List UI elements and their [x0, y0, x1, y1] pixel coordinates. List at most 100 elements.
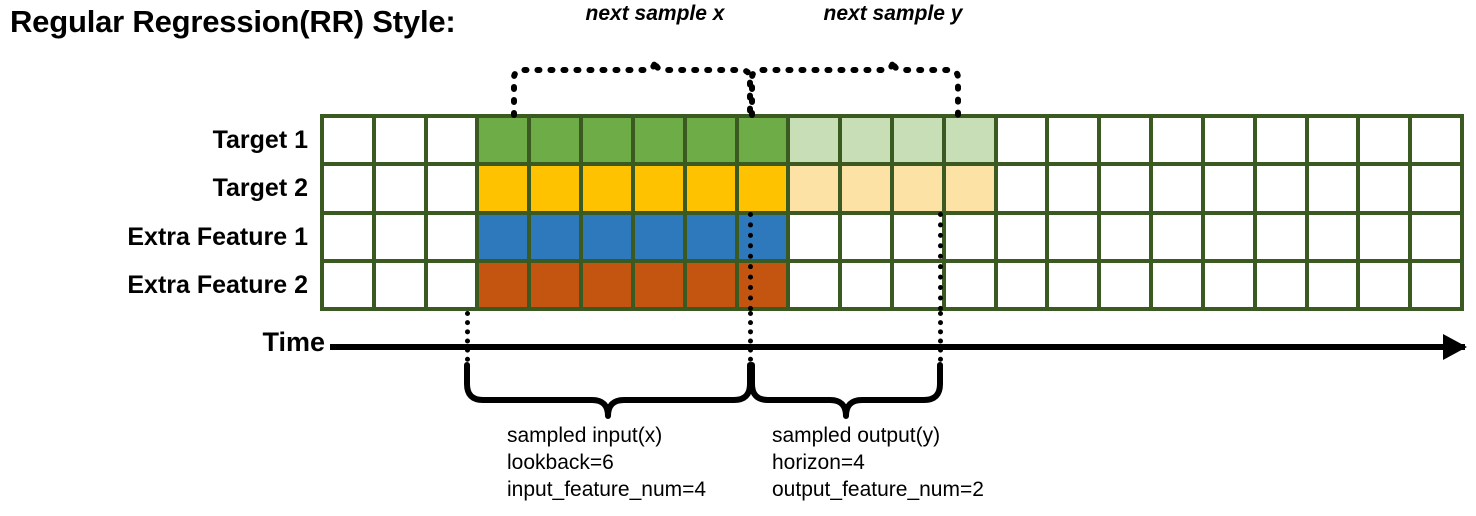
grid-cell-r2-c14 [997, 166, 1046, 211]
grid-cell-r3-c5 [531, 214, 580, 259]
grid-cell-r1-c5 [531, 118, 580, 163]
grid-cell-r4-c5 [531, 262, 580, 307]
bottom-brace-group [464, 362, 943, 419]
grid-cell-r2-c13 [945, 166, 994, 211]
grid-cell-r2-c10 [790, 166, 839, 211]
grid-cell-r3-c22 [1412, 214, 1460, 259]
top-brace-label-next-sample-y: next sample y [823, 2, 963, 25]
grid-cell-r2-c22 [1412, 166, 1460, 211]
caption-output-title: sampled output(y) [772, 424, 941, 447]
grid-cell-r4-c18 [1204, 262, 1253, 307]
grid-cell-r3-c7 [634, 214, 683, 259]
grid-cell-r1-c14 [997, 118, 1046, 163]
grid-cell-r4-c10 [790, 262, 839, 307]
grid-cell-r3-c11 [842, 214, 890, 259]
guide-line-input-end [748, 311, 753, 371]
grid-cell-r2-c11 [842, 166, 890, 211]
grid-cell-r4-c8 [686, 262, 735, 307]
page-title: Regular Regression(RR) Style: [10, 4, 456, 39]
grid-cell-r1-c6 [583, 118, 631, 163]
grid-cell-r3-c10 [790, 214, 839, 259]
caption-input-title: sampled input(x) [507, 424, 663, 447]
bottom-brace-caption-input: sampled input(x) lookback=6 input_featur… [507, 423, 706, 504]
grid-cell-r4-c14 [997, 262, 1046, 307]
grid-cell-r1-c3 [427, 118, 476, 163]
row-label-column: Target 1 Target 2 Extra Feature 1 Extra … [0, 116, 308, 310]
grid-cell-r3-c12 [893, 214, 942, 259]
caption-input-feature-num: input_feature_num=4 [507, 477, 707, 501]
grid-cell-r1-c7 [634, 118, 683, 163]
grid-cell-r1-c10 [790, 118, 839, 163]
row-label-target-2: Target 2 [212, 174, 308, 203]
caption-input-lookback: lookback=6 [507, 450, 614, 474]
grid-cell-r2-c1 [324, 166, 372, 211]
guide-line-output-end [938, 311, 943, 371]
grid-cell-r4-c11 [842, 262, 890, 307]
grid-cell-r2-c7 [634, 166, 683, 211]
bottom-brace-caption-output: sampled output(y) horizon=4 output_featu… [772, 423, 984, 504]
caption-output-horizon: horizon=4 [772, 450, 865, 474]
grid-cell-r1-c1 [324, 118, 372, 163]
caption-output-feature-num: output_feature_num=2 [772, 477, 984, 501]
grid-cell-r4-c21 [1360, 262, 1409, 307]
grid-cell-r2-c4 [479, 166, 528, 211]
grid-cell-r4-c12 [893, 262, 942, 307]
grid-cell-r3-c6 [583, 214, 631, 259]
row-label-extra-feature-1: Extra Feature 1 [127, 222, 308, 251]
grid-cell-r2-c19 [1256, 166, 1305, 211]
grid-cell-r1-c17 [1153, 118, 1201, 163]
grid-cell-r2-c6 [583, 166, 631, 211]
grid-cell-r2-c18 [1204, 166, 1253, 211]
grid-cell-r2-c12 [893, 166, 942, 211]
grid-cell-r4-c22 [1412, 262, 1460, 307]
grid-cell-r1-c22 [1412, 118, 1460, 163]
grid-cell-r3-c16 [1101, 214, 1150, 259]
grid-cell-r2-c16 [1101, 166, 1150, 211]
grid-cell-r2-c8 [686, 166, 735, 211]
grid-cell-r1-c16 [1101, 118, 1150, 163]
grid-cell-r2-c9 [738, 166, 787, 211]
grid-cell-r2-c17 [1153, 166, 1201, 211]
grid-cell-r2-c21 [1360, 166, 1409, 211]
grid-cell-r4-c9 [738, 262, 787, 307]
guide-line-input-start [465, 311, 470, 371]
grid-cell-r4-c1 [324, 262, 372, 307]
grid-cell-r1-c12 [893, 118, 942, 163]
grid-cell-r3-c13 [945, 214, 994, 259]
row-label-target-1: Target 1 [212, 125, 308, 154]
top-brace-group [511, 59, 961, 118]
grid-cell-r1-c20 [1308, 118, 1357, 163]
grid-cell-r3-c15 [1049, 214, 1098, 259]
grid-cell-r3-c3 [427, 214, 476, 259]
grid-cell-r1-c4 [479, 118, 528, 163]
grid-cell-r4-c16 [1101, 262, 1150, 307]
grid-cell-r4-c6 [583, 262, 631, 307]
right-arrow-icon [1443, 334, 1467, 360]
grid-cell-r2-c2 [375, 166, 424, 211]
grid-cell-r3-c1 [324, 214, 372, 259]
timeseries-grid [320, 114, 1464, 311]
time-axis-line [330, 344, 1465, 350]
grid-cell-r3-c2 [375, 214, 424, 259]
grid-cell-r1-c13 [945, 118, 994, 163]
grid-cell-r2-c20 [1308, 166, 1357, 211]
grid-cell-r1-c11 [842, 118, 890, 163]
top-brace-label-next-sample-x: next sample x [585, 2, 725, 25]
grid-cell-r3-c18 [1204, 214, 1253, 259]
time-axis-label: Time [262, 327, 325, 357]
grid-cell-r1-c9 [738, 118, 787, 163]
grid-cell-r3-c19 [1256, 214, 1305, 259]
grid-cell-r3-c14 [997, 214, 1046, 259]
grid-cell-r4-c15 [1049, 262, 1098, 307]
grid-cell-r4-c19 [1256, 262, 1305, 307]
grid-cell-r4-c2 [375, 262, 424, 307]
grid-cell-r4-c4 [479, 262, 528, 307]
grid-cell-r2-c5 [531, 166, 580, 211]
grid-cell-r4-c3 [427, 262, 476, 307]
guide-line-input-end-upper [748, 212, 753, 311]
guide-line-output-end-upper [938, 212, 943, 311]
grid-cell-r3-c20 [1308, 214, 1357, 259]
grid-cell-r3-c9 [738, 214, 787, 259]
grid-cell-r4-c7 [634, 262, 683, 307]
